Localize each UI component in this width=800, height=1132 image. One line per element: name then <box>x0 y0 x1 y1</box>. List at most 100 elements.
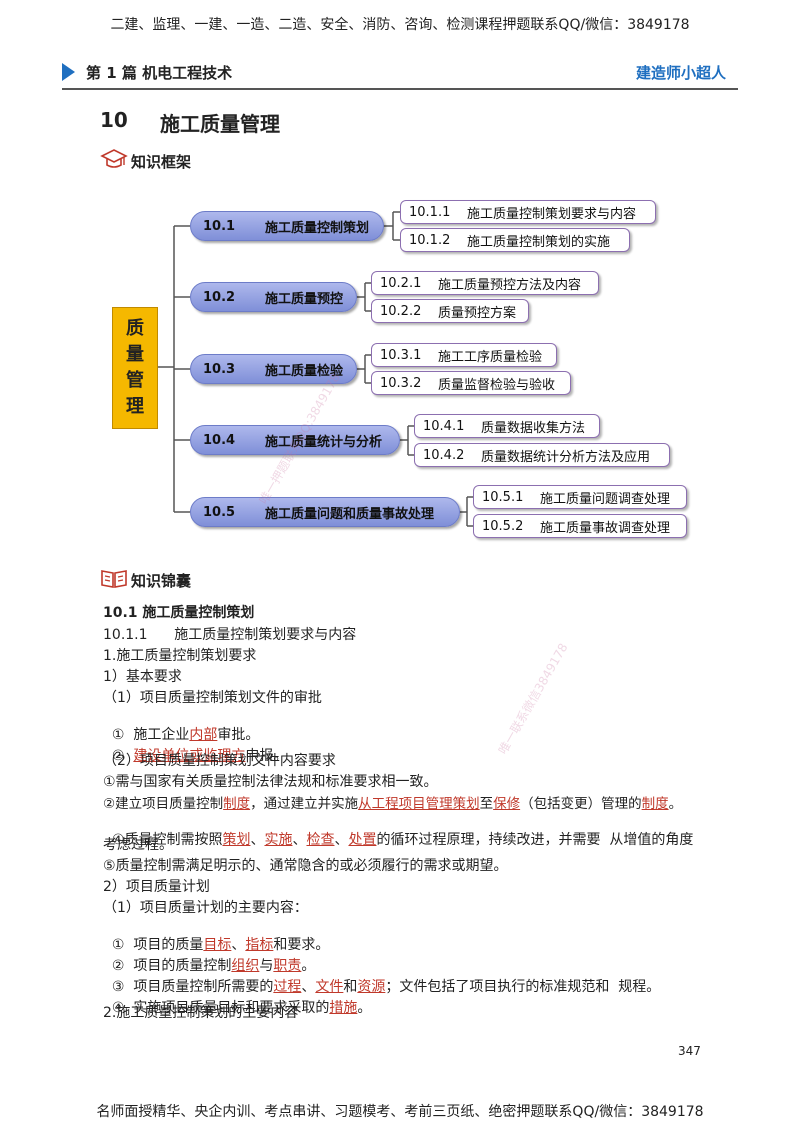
branch-title: 施工质量控制策划 <box>265 220 370 236</box>
leaf-number: 10.1.2 <box>409 232 451 248</box>
text: 。 <box>301 958 316 974</box>
body-line: 1.施工质量控制策划要求 <box>103 648 257 664</box>
leaf-10-5-1: 10.5.1 施工质量问题调查处理 <box>473 485 687 509</box>
text: 和要求。 <box>273 937 330 953</box>
text: 、 <box>250 832 265 848</box>
branch-10-1: 10.1 施工质量控制策划 <box>190 211 384 241</box>
body-line: 2）项目质量计划 <box>103 879 210 895</box>
page-number: 347 <box>678 1044 701 1058</box>
branch-title: 施工质量问题和质量事故处理 <box>265 506 435 522</box>
branch-number: 10.1 <box>203 218 236 234</box>
leaf-title: 质量预控方案 <box>438 305 517 321</box>
text: ，通过建立并实施 <box>250 796 359 812</box>
text: ②建立项目质量控制 <box>103 796 224 812</box>
branch-10-3: 10.3 施工质量检验 <box>190 354 357 384</box>
text: 。 <box>357 1000 372 1016</box>
leaf-number: 10.5.2 <box>482 518 524 534</box>
header-divider <box>62 88 738 90</box>
leaf-number: 10.2.1 <box>380 275 422 291</box>
graduation-cap-icon <box>100 149 128 168</box>
keyword-highlight: 从工程项目管理策划 <box>358 796 480 812</box>
branch-10-2: 10.2 施工质量预控 <box>190 282 357 312</box>
leaf-title: 施工质量问题调查处理 <box>540 491 671 507</box>
text: 的循环过程原理，持续改进，并需要 从增值的角度 <box>376 832 694 848</box>
leaf-number: 10.2.2 <box>380 303 422 319</box>
text: ④ 实施项目质量目标和要求采取的 <box>111 1000 330 1016</box>
leaf-number: 10.3.2 <box>380 375 422 391</box>
author-brand: 建造师小超人 <box>635 64 726 82</box>
keyword-highlight: 制度 <box>223 796 251 812</box>
body-line: ③ 项目质量控制所需要的过程、文件和资源；文件包括了项目执行的标准规范和 规程。 <box>103 960 660 996</box>
bottom-banner: 名师面授精华、央企内训、考点串讲、习题模考、考前三页纸、绝密押题联系QQ/微信：… <box>96 1104 704 1120</box>
leaf-title: 施工质量事故调查处理 <box>540 520 671 536</box>
keyword-highlight: 组织 <box>231 958 260 974</box>
root-char: 理 <box>126 396 144 417</box>
body-line: ④ 实施项目质量目标和要求采取的措施。 <box>103 981 371 1017</box>
body-line: （2）项目质量控制策划文件内容要求 <box>103 753 336 769</box>
keyword-highlight: 职责 <box>273 958 302 974</box>
root-char: 量 <box>126 344 144 365</box>
treasury-heading: 知识锦囊 <box>131 572 192 590</box>
branch-number: 10.5 <box>203 504 236 520</box>
leaf-title: 施工质量预控方法及内容 <box>438 277 582 293</box>
leaf-10-1-1: 10.1.1 施工质量控制策划要求与内容 <box>400 200 656 224</box>
text: ④质量控制需按照 <box>111 832 223 848</box>
leaf-number: 10.4.1 <box>423 418 465 434</box>
branch-10-5: 10.5 施工质量问题和质量事故处理 <box>190 497 460 527</box>
leaf-10-5-2: 10.5.2 施工质量事故调查处理 <box>473 514 687 538</box>
keyword-highlight: 建设单位或监理方 <box>133 748 246 764</box>
body-line: 1）基本要求 <box>103 669 182 685</box>
keyword-highlight: 检查 <box>306 832 335 848</box>
text: ① 项目的质量 <box>111 937 204 953</box>
body-line: ② 项目的质量控制组织与职责。 <box>103 939 315 975</box>
text: ③ 项目质量控制所需要的 <box>111 979 274 995</box>
branch-number: 10.2 <box>203 289 236 305</box>
text: 、 <box>231 937 246 953</box>
chapter-number: 10 <box>100 108 128 132</box>
leaf-title: 质量数据统计分析方法及应用 <box>481 449 651 465</box>
part-title: 第 1 篇 机电工程技术 <box>86 64 233 82</box>
body-line: （1）项目质量控制策划文件的审批 <box>103 690 322 706</box>
leaf-10-1-2: 10.1.2 施工质量控制策划的实施 <box>400 228 630 252</box>
leaf-number: 10.4.2 <box>423 447 465 463</box>
text: 。 <box>668 796 683 812</box>
keyword-highlight: 策划 <box>222 832 251 848</box>
keyword-highlight: 过程 <box>273 979 302 995</box>
text: ；文件包括了项目执行的标准规范和 规程。 <box>385 979 661 995</box>
keyword-highlight: 措施 <box>329 1000 358 1016</box>
text: 与 <box>259 958 274 974</box>
keyword-highlight: 处置 <box>348 832 377 848</box>
leaf-title: 质量监督检验与验收 <box>438 377 556 393</box>
text: 审批。 <box>217 727 260 743</box>
body-line: 考虑过程。 <box>103 837 173 853</box>
leaf-10-2-2: 10.2.2 质量预控方案 <box>371 299 529 323</box>
body-line: （1）项目质量计划的主要内容： <box>103 900 308 916</box>
branch-title: 施工质量统计与分析 <box>265 434 383 450</box>
branch-number: 10.4 <box>203 432 236 448</box>
body-line: ① 施工企业内部审批。 <box>103 708 259 744</box>
body-line: ② 建设单位或监理方申报。 <box>103 729 287 765</box>
body-line: ④质量控制需按照策划、实施、检查、处置的循环过程原理，持续改进，并需要 从增值的… <box>103 813 693 849</box>
subsection-heading: 10.1 施工质量控制策划 <box>103 605 255 621</box>
keyword-highlight: 资源 <box>357 979 386 995</box>
leaf-number: 10.3.1 <box>380 347 422 363</box>
text: 和 <box>343 979 358 995</box>
leaf-10-4-1: 10.4.1 质量数据收集方法 <box>414 414 600 438</box>
text: 、 <box>334 832 349 848</box>
book-icon <box>101 570 127 588</box>
mindmap-root: 质 量 管 理 <box>112 307 158 429</box>
header-arrow-icon <box>62 63 75 81</box>
branch-title: 施工质量检验 <box>265 363 344 379</box>
text: 、 <box>292 832 307 848</box>
branch-10-4: 10.4 施工质量统计与分析 <box>190 425 400 455</box>
text: 至 <box>479 796 494 812</box>
body-line: 10.1.1 施工质量控制策划要求与内容 <box>103 627 357 643</box>
leaf-title: 施工工序质量检验 <box>438 349 543 365</box>
text: （包括变更）管理的 <box>520 796 642 812</box>
leaf-title: 施工质量控制策划要求与内容 <box>467 206 637 222</box>
root-char: 质 <box>126 318 144 339</box>
keyword-highlight: 文件 <box>315 979 344 995</box>
text: ② 项目的质量控制 <box>111 958 232 974</box>
text: ① 施工企业 <box>111 727 190 743</box>
